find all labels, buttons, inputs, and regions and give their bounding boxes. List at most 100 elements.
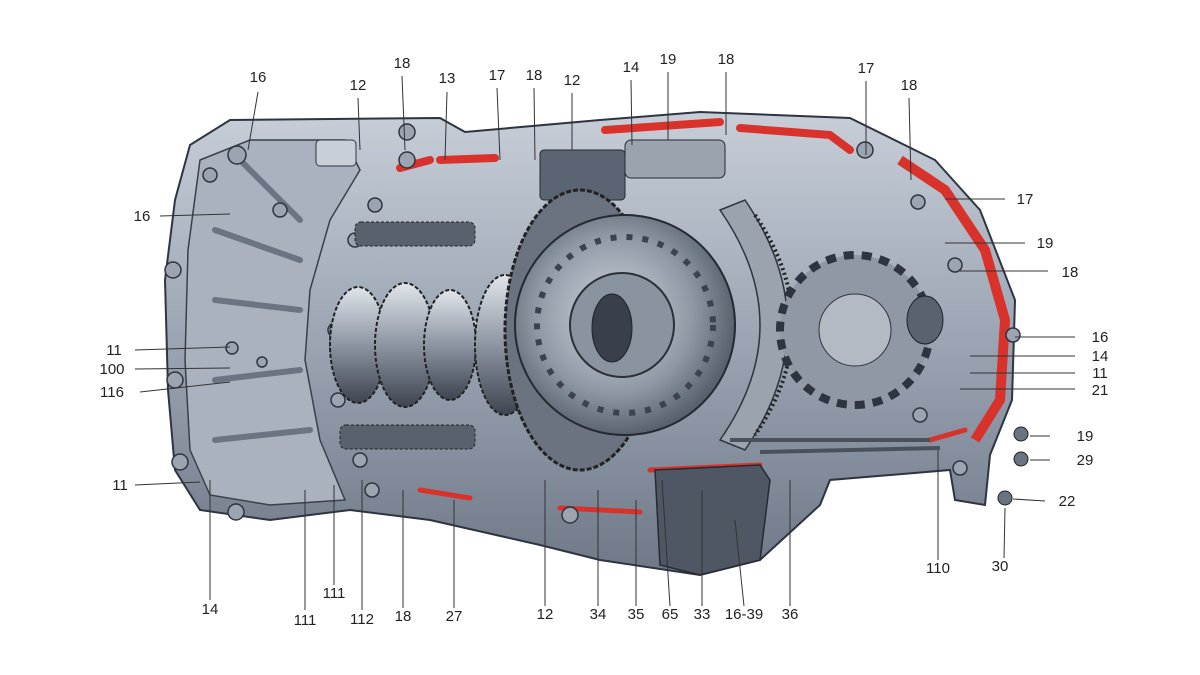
callout-top-9: 19 bbox=[660, 51, 677, 140]
callout-number: 18 bbox=[1062, 264, 1079, 281]
leader-line bbox=[139, 381, 231, 393]
callout-top-11: 17 bbox=[858, 60, 875, 155]
leader-line bbox=[357, 97, 361, 151]
hub-bore bbox=[591, 293, 633, 363]
callout-number: 16 bbox=[134, 208, 151, 225]
leader-line bbox=[734, 519, 745, 607]
callout-number: 16 bbox=[1092, 329, 1109, 346]
top-sensor-block bbox=[315, 139, 357, 167]
clutch-pack bbox=[718, 199, 789, 451]
top-red-section bbox=[396, 118, 854, 172]
fastener-nut-2 bbox=[1013, 451, 1029, 467]
callout-number: 16-39 bbox=[725, 606, 763, 623]
callout-number: 27 bbox=[446, 608, 463, 625]
callout-number: 14 bbox=[623, 59, 640, 76]
callout-number: 29 bbox=[1077, 452, 1094, 469]
callout-left-5: 11 bbox=[112, 477, 201, 494]
callout-right-6: 11 bbox=[970, 365, 1108, 382]
leader-line bbox=[630, 79, 633, 146]
callout-top-4: 13 bbox=[439, 70, 456, 161]
callout-bottom-1: 14 bbox=[202, 480, 219, 618]
callout-bottom-2: 111 bbox=[294, 490, 317, 629]
leader-line bbox=[401, 75, 406, 151]
callout-number: 17 bbox=[858, 60, 875, 77]
lower-linkage bbox=[730, 438, 941, 454]
leader-line bbox=[1012, 498, 1046, 502]
callout-number: 100 bbox=[99, 361, 124, 378]
callout-number: 110 bbox=[926, 560, 950, 577]
bellhousing-ribs bbox=[212, 157, 313, 443]
callout-top-8: 14 bbox=[623, 59, 640, 146]
callout-left-2: 11 bbox=[106, 342, 231, 359]
callout-bottom-9: 35 bbox=[628, 500, 644, 623]
loose-fasteners bbox=[997, 426, 1029, 506]
right-flange bbox=[897, 155, 1010, 443]
callout-number: 11 bbox=[1092, 365, 1108, 382]
callout-top-2: 12 bbox=[350, 77, 367, 151]
callout-right-1: 17 bbox=[945, 191, 1033, 208]
callout-right-9: 29 bbox=[1030, 452, 1093, 469]
callout-bottom-10: 65 bbox=[661, 479, 679, 623]
callout-right-11: 110 bbox=[926, 450, 950, 577]
callout-top-5: 17 bbox=[489, 67, 505, 161]
callout-bottom-7: 12 bbox=[537, 480, 554, 623]
callout-top-3: 18 bbox=[394, 55, 411, 151]
callout-right-2: 19 bbox=[945, 235, 1053, 252]
leader-line bbox=[908, 97, 912, 181]
bottom-red-section bbox=[417, 427, 968, 515]
callout-number: 17 bbox=[1017, 191, 1034, 208]
callout-number: 11 bbox=[112, 477, 128, 494]
callout-right-5: 14 bbox=[970, 348, 1108, 365]
lower-countershaft-gear bbox=[339, 424, 476, 450]
callout-number: 36 bbox=[782, 606, 799, 623]
input-gear-3 bbox=[423, 289, 477, 401]
solenoid-top bbox=[624, 139, 726, 179]
callout-top-10: 18 bbox=[718, 51, 735, 135]
callout-number: 112 bbox=[350, 611, 374, 628]
callout-right-3: 18 bbox=[960, 264, 1078, 281]
callout-number: 13 bbox=[439, 70, 456, 87]
callout-number: 14 bbox=[1092, 348, 1109, 365]
output-bearing bbox=[906, 295, 944, 345]
output-sprocket-center bbox=[818, 293, 892, 367]
callout-bottom-6: 27 bbox=[446, 500, 463, 625]
upper-countershaft-gear bbox=[354, 221, 476, 247]
leader-line bbox=[1003, 507, 1006, 559]
callout-top-7: 12 bbox=[564, 72, 581, 150]
callout-number: 18 bbox=[526, 67, 543, 84]
callout-number: 12 bbox=[537, 606, 554, 623]
callout-number: 14 bbox=[202, 601, 219, 618]
callout-bottom-3: 111 bbox=[323, 485, 345, 602]
callout-number: 65 bbox=[662, 606, 679, 623]
callout-number: 12 bbox=[564, 72, 581, 89]
callout-bottom-4: 112 bbox=[350, 480, 374, 628]
callout-number: 111 bbox=[294, 612, 317, 629]
callout-number: 11 bbox=[106, 342, 122, 359]
callout-left-1: 16 bbox=[134, 208, 231, 225]
callout-number: 12 bbox=[350, 77, 367, 94]
callout-number: 19 bbox=[660, 51, 677, 68]
callout-number: 18 bbox=[395, 608, 412, 625]
callout-right-8: 19 bbox=[1030, 428, 1093, 445]
callout-right-10: 22 bbox=[1012, 493, 1075, 510]
callout-labels: 16 12 18 13 17 18 12 14 19 18 17 18 16 11 100 116 11 17 19… bbox=[99, 51, 1108, 629]
callout-number: 18 bbox=[394, 55, 411, 72]
leader-line bbox=[134, 367, 231, 370]
callout-number: 21 bbox=[1092, 382, 1109, 399]
leader-line bbox=[134, 481, 201, 486]
callout-top-12: 18 bbox=[901, 77, 917, 181]
callout-left-3: 100 bbox=[99, 361, 231, 378]
callout-number: 16 bbox=[250, 69, 267, 86]
callout-right-4: 16 bbox=[1015, 329, 1108, 346]
leader-line bbox=[533, 87, 536, 161]
callout-right-7: 21 bbox=[960, 382, 1108, 399]
planetary-drum-rim bbox=[534, 234, 716, 416]
callout-bottom-13: 36 bbox=[782, 480, 799, 623]
callout-bottom-5: 18 bbox=[395, 490, 412, 625]
callout-left-4: 116 bbox=[100, 381, 231, 401]
callout-number: 18 bbox=[718, 51, 735, 68]
callout-top-1: 16 bbox=[247, 69, 267, 151]
leader-line bbox=[661, 479, 671, 607]
callout-number: 30 bbox=[992, 558, 1009, 575]
